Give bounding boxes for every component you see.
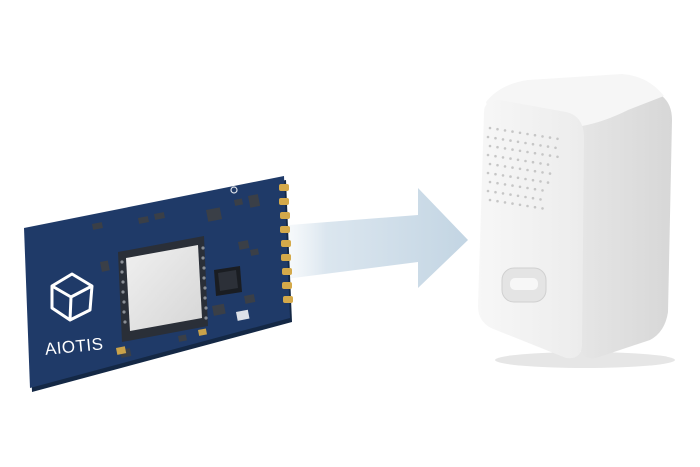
speaker-grille bbox=[486, 126, 559, 210]
component-highlights bbox=[230, 186, 250, 321]
smd-components bbox=[91, 194, 261, 358]
main-chip bbox=[118, 236, 208, 342]
arrow-right-icon bbox=[250, 188, 468, 288]
sensor-hub-device bbox=[478, 74, 675, 368]
circuit-board-module bbox=[24, 176, 293, 392]
edge-pads bbox=[279, 184, 293, 303]
cube-logo bbox=[50, 272, 94, 322]
secondary-chip bbox=[214, 266, 242, 296]
gold-pads bbox=[116, 328, 207, 355]
device-button bbox=[501, 267, 547, 303]
